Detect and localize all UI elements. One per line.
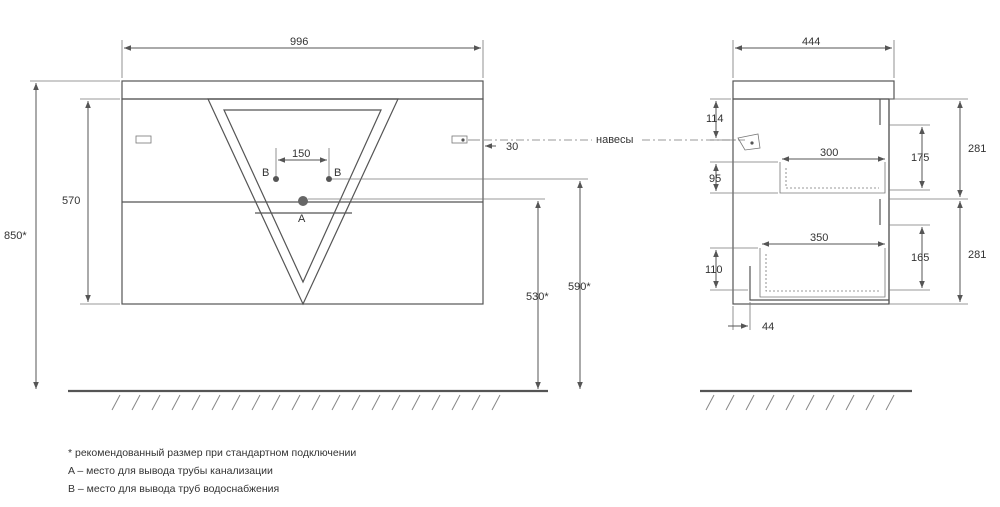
dim-width: 996	[290, 36, 308, 48]
dim-body-height: 570	[62, 195, 80, 207]
point-a-label: A	[298, 213, 306, 225]
dim-lower-gap: 110	[705, 264, 723, 276]
note-point-b: B – место для вывода труб водоснабжения	[68, 483, 280, 495]
side-body	[732, 98, 890, 305]
note-recommended: * рекомендованный размер при стандартном…	[68, 447, 357, 459]
dim-back-offset: 44	[762, 321, 774, 333]
point-b-left	[273, 176, 279, 182]
dim-depth: 444	[802, 36, 820, 48]
dim-drain-height: 530*	[526, 291, 549, 303]
v-handle-inner	[223, 109, 382, 284]
dim-pipe-spacing: 150	[292, 148, 310, 160]
dim-hanger-offset: 30	[506, 141, 518, 153]
countertop	[121, 80, 484, 100]
dim-lower-drawer-depth: 350	[810, 232, 828, 244]
front-view: B B 150 A 996 850* 570 30 530*	[4, 36, 591, 411]
dim-upper-gap: 95	[709, 173, 721, 185]
dim-total-height: 850*	[4, 230, 27, 242]
legend-notes: * рекомендованный размер при стандартном…	[68, 444, 356, 498]
note-point-a: A – место для вывода трубы канализации	[68, 465, 273, 477]
point-b-right-label: B	[334, 167, 341, 179]
point-b-left-label: B	[262, 167, 269, 179]
dim-lower-drawer-height: 165	[911, 252, 929, 264]
dim-upper-drawer-height: 175	[911, 152, 929, 164]
lower-drawer	[759, 248, 886, 298]
hangers-label: навесы	[596, 134, 634, 146]
point-b-right	[326, 176, 332, 182]
v-handle-outer	[207, 98, 399, 306]
front-floor-hatch	[111, 394, 501, 411]
side-countertop	[732, 80, 895, 100]
side-floor-hatch	[705, 394, 895, 411]
upper-drawer	[779, 162, 886, 194]
dim-top-offset: 114	[706, 113, 724, 125]
side-view: 300 350 444 навесы 114 95 110	[484, 36, 986, 411]
point-a	[298, 196, 308, 206]
dim-upper-drawer-depth: 300	[820, 147, 838, 159]
side-hanger	[737, 133, 761, 151]
dim-supply-height: 590*	[568, 281, 591, 293]
lower-drawer-front	[749, 266, 889, 301]
dim-upper-section: 281	[968, 143, 986, 155]
hanger-right	[451, 135, 468, 144]
hanger-right-dot	[461, 138, 465, 142]
dim-lower-section: 281	[968, 249, 986, 261]
hanger-left	[135, 135, 152, 144]
